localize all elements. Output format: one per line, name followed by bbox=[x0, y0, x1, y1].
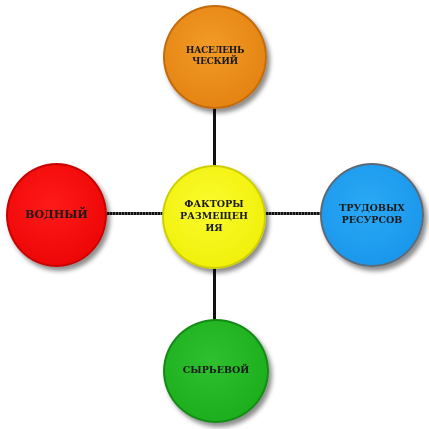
node-raw-materials: СЫРЬЕВОЙ bbox=[163, 319, 269, 423]
node-placement-factors-label: ФАКТОРЫ РАЗМЕЩЕН ИЯ bbox=[180, 199, 248, 234]
connector-top bbox=[213, 101, 216, 167]
node-labor-resources: ТРУДОВЫХ РЕСУРСОВ bbox=[320, 163, 424, 267]
node-population-label: НАСЕЛЕНЬ ЧЕСКИЙ bbox=[185, 45, 245, 67]
node-labor-resources-label: ТРУДОВЫХ РЕСУРСОВ bbox=[339, 203, 405, 226]
node-water: ВОДНЫЙ bbox=[6, 163, 107, 267]
connector-bottom bbox=[213, 262, 216, 328]
connector-right bbox=[263, 212, 321, 215]
node-raw-materials-label: СЫРЬЕВОЙ bbox=[182, 365, 250, 377]
node-population: НАСЕЛЕНЬ ЧЕСКИЙ bbox=[163, 5, 267, 109]
connector-left bbox=[107, 212, 165, 215]
node-placement-factors: ФАКТОРЫ РАЗМЕЩЕН ИЯ bbox=[162, 165, 266, 269]
node-water-label: ВОДНЫЙ bbox=[25, 208, 88, 222]
